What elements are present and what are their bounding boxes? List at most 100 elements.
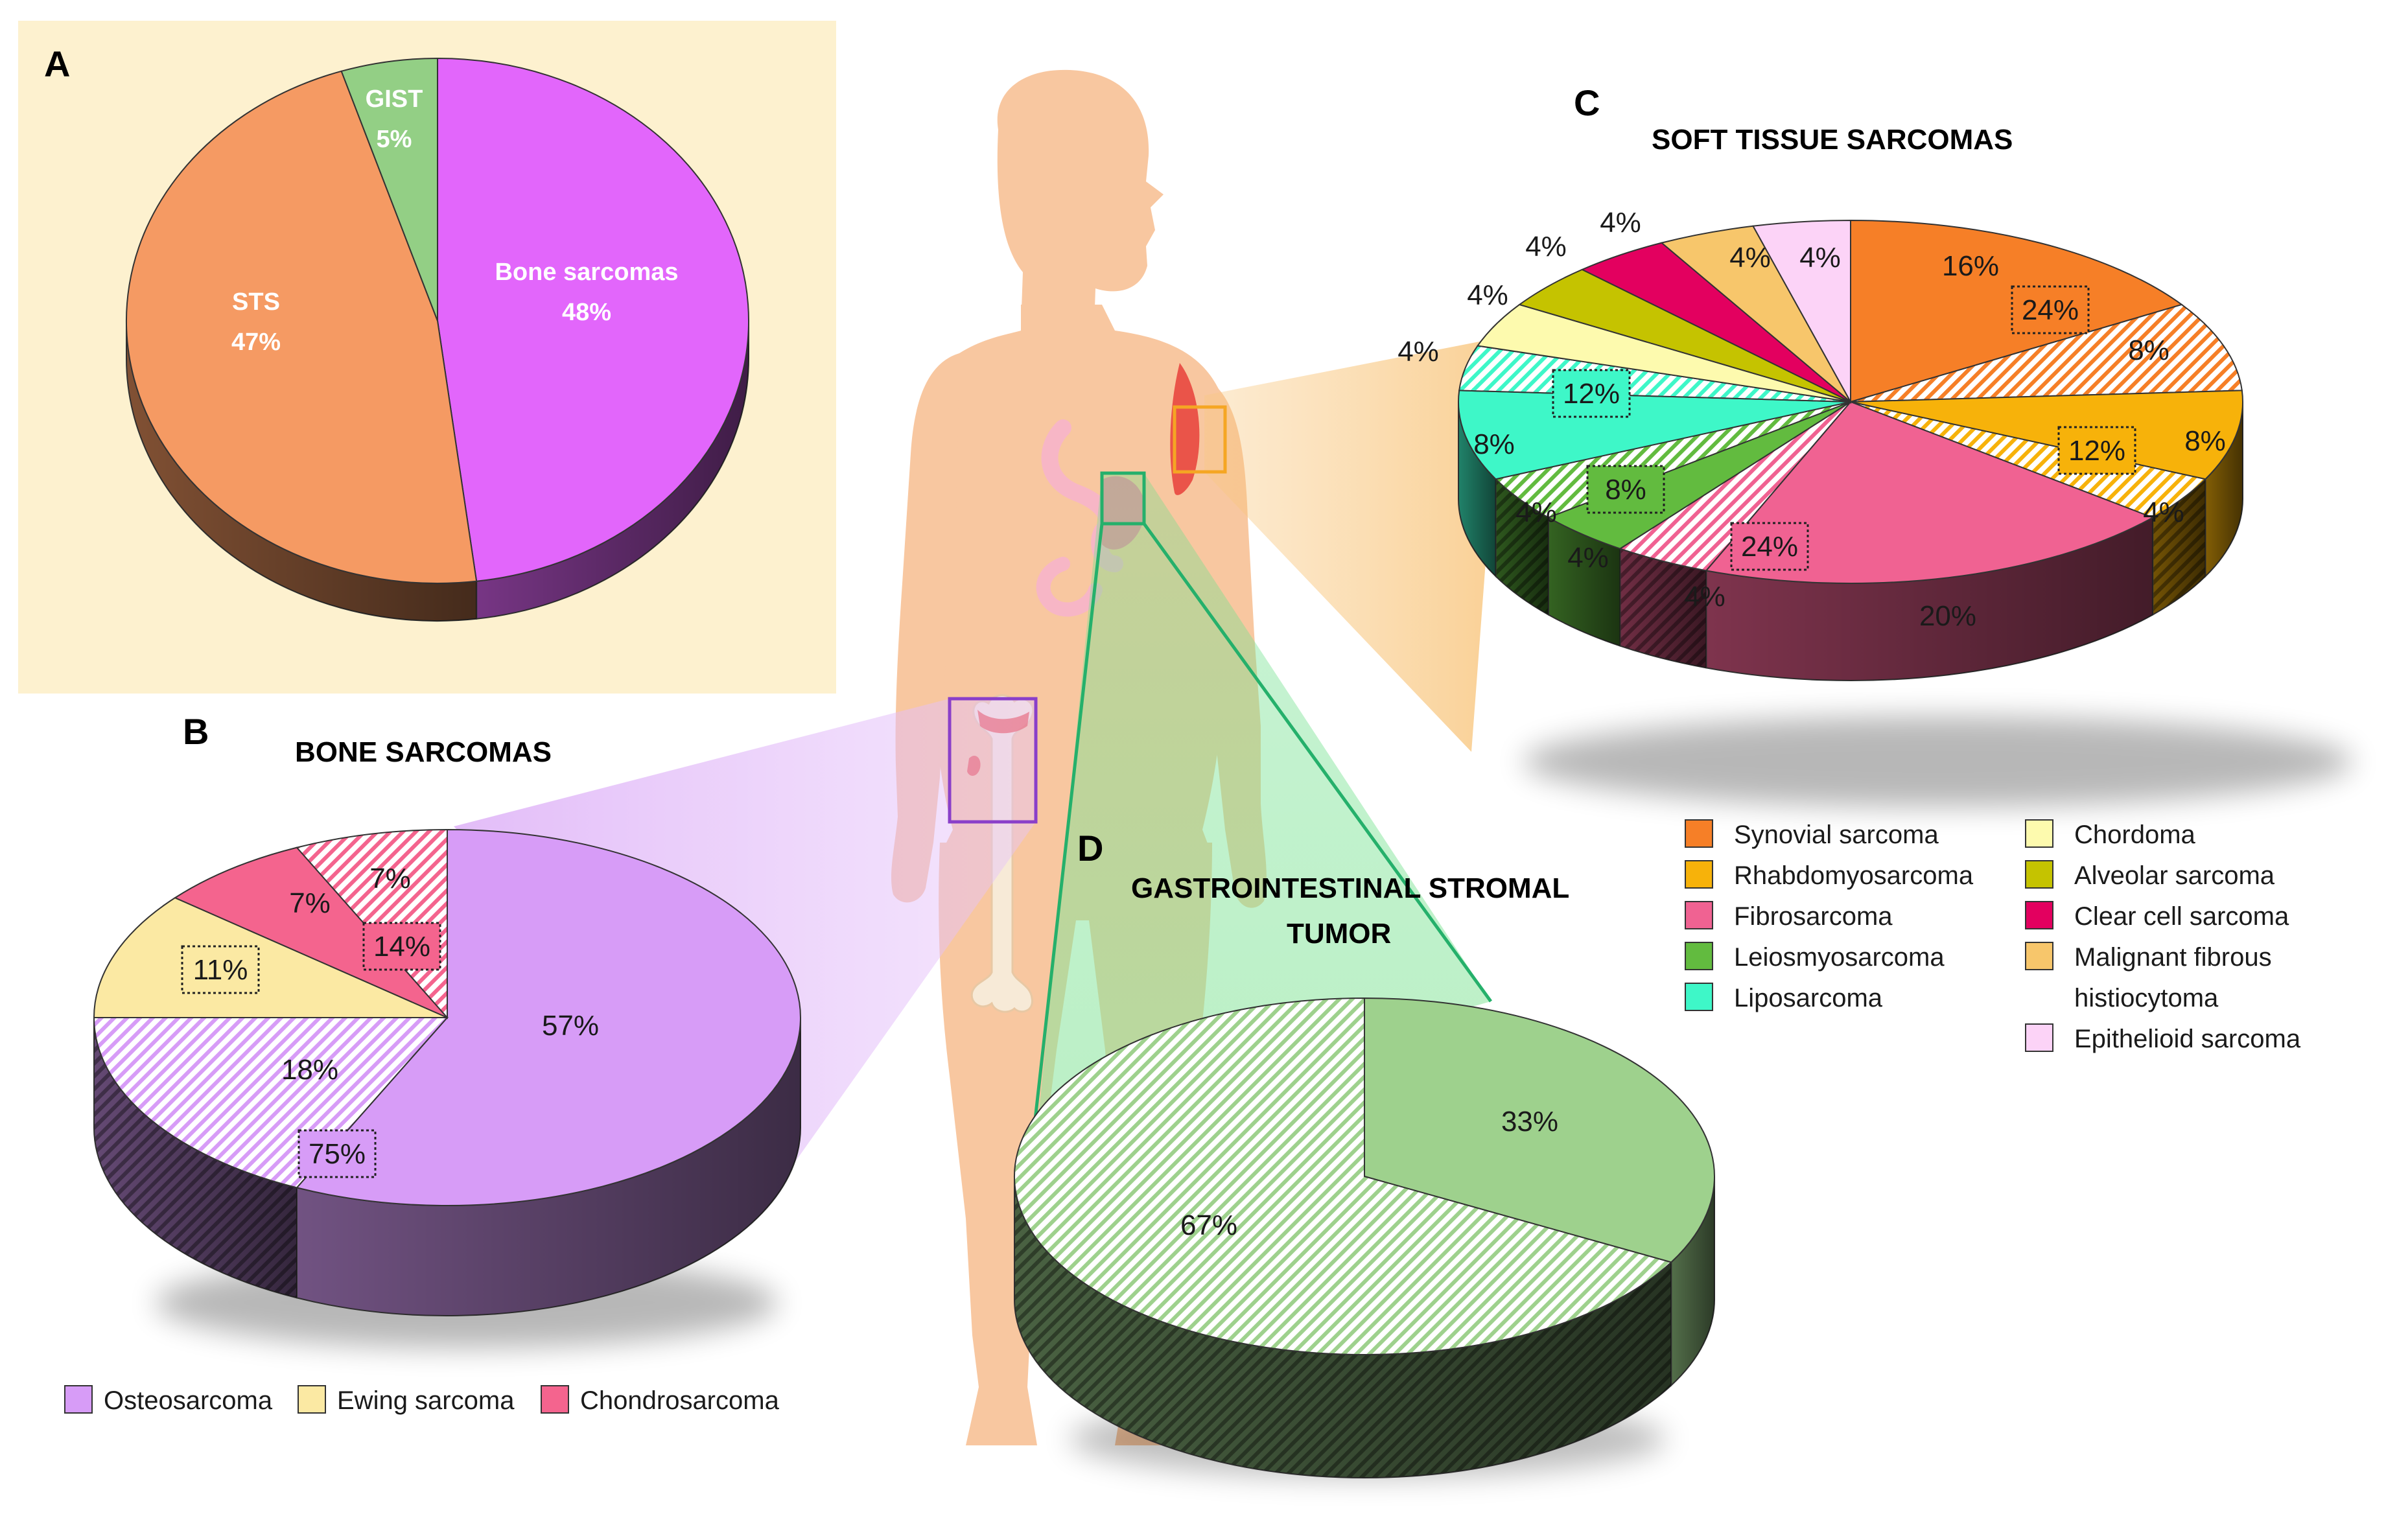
legend-c-swatch-1	[1685, 860, 1713, 889]
legend-c-swatch-8	[2025, 942, 2053, 970]
pie-c-total-0: 24%	[2022, 294, 2079, 326]
pie-c-value-8: 8%	[1473, 428, 1515, 460]
legend-c-swatch-6	[2025, 860, 2053, 889]
panel-b-letter: B	[183, 711, 209, 752]
chart-b-title: BONE SARCOMAS	[295, 736, 552, 768]
pie-c-value-2: 8%	[2184, 425, 2226, 457]
pie-c-value-6: 4%	[1567, 542, 1609, 574]
legend-c-swatch-3	[1685, 942, 1713, 970]
zoom-line-d-left	[1032, 523, 1104, 1132]
pie-chart-c: 16%8%8%4%20%4%4%4%8%4%4%4%4%4%4%24%12%24…	[1398, 207, 2243, 681]
pie-a-label-1: STS	[232, 288, 280, 316]
pie-a-value-2: 5%	[377, 126, 412, 153]
pie-c-value-13: 4%	[1729, 242, 1771, 274]
legend-b-label-1: Ewing sarcoma	[337, 1386, 515, 1415]
pie-a-value-1: 47%	[231, 329, 281, 356]
pie-a-label-0: Bone sarcomas	[495, 259, 678, 286]
panel-d-letter: D	[1077, 828, 1103, 869]
zoom-box-arm	[1173, 405, 1227, 474]
pie-c-total-1-box	[2057, 426, 2136, 475]
pie-d-value-0: 33%	[1501, 1106, 1558, 1138]
legend-b-swatch-0	[64, 1385, 93, 1414]
pie-b-slice-3	[173, 846, 448, 1018]
pie-a-value-0: 48%	[562, 299, 611, 326]
legend-c-label-6: Alveolar sarcoma	[2074, 861, 2275, 890]
legend-c-label-8: Malignant fibrous	[2074, 943, 2272, 972]
pie-c-value-9: 4%	[1398, 336, 1439, 368]
legend-c-swatch-0	[1685, 819, 1713, 848]
pie-b-total-1: 11%	[193, 954, 248, 986]
pie-a-slice-0	[437, 57, 749, 582]
legend-b: Osteosarcoma Ewing sarcoma Chondrosarcoma	[64, 1385, 780, 1415]
pie-d-slice-1	[1014, 997, 1673, 1355]
pie-c-value-12: 4%	[1600, 207, 1641, 239]
pie-b-slice-1	[93, 1017, 449, 1189]
pie-c-total-2: 24%	[1741, 531, 1798, 563]
pie-c-slice-2	[1850, 390, 2243, 480]
pie-b-value-1: 18%	[281, 1054, 338, 1086]
pie-b-total-2: 14%	[373, 931, 430, 962]
legend-c-label-5: Chordoma	[2074, 821, 2196, 849]
pie-c-total-2-box	[1730, 522, 1809, 571]
legend-c-label-7: Clear cell sarcoma	[2074, 902, 2289, 931]
pie-c-value-4: 20%	[1919, 600, 1976, 632]
pie-c-slice-14	[1751, 219, 1851, 404]
pie-a-slice-1	[126, 70, 478, 584]
chart-c-title: SOFT TISSUE SARCOMAS	[1652, 124, 2013, 156]
legend-c-label-3: Leiosmyosarcoma	[1734, 943, 1945, 972]
pie-chart-d: 33% 67%	[1014, 997, 1716, 1479]
pie-c-value-5: 4%	[1684, 581, 1725, 612]
legend-c-label-9: histiocytoma	[2074, 984, 2219, 1012]
pie-b-value-0: 57%	[542, 1010, 599, 1042]
zoom-line-d-right	[1142, 522, 1493, 1003]
pie-c-value-10: 4%	[1467, 279, 1508, 311]
legend-b-swatch-2	[541, 1385, 569, 1414]
pie-b-total-1-box	[181, 945, 260, 994]
pie-c-total-3-box	[1586, 465, 1665, 514]
legend-c-label-0: Synovial sarcoma	[1734, 821, 1939, 849]
pie-b-value-4: 7%	[369, 863, 411, 894]
legend-c-label-4: Liposarcoma	[1734, 984, 1883, 1012]
pie-c-total-0-box	[2011, 285, 2090, 334]
pie-a-slice-2	[340, 57, 438, 321]
shadow-c	[1523, 716, 2353, 807]
legend-c-label-1: Rhabdomyosarcoma	[1734, 861, 1974, 890]
pie-b-total-2-box	[362, 922, 441, 971]
chart-d-title-line1: GASTROINTESTINAL STROMAL	[1131, 872, 1569, 904]
pie-b-value-3: 7%	[289, 887, 331, 919]
legend-c-swatch-10	[2025, 1023, 2053, 1052]
pie-c-value-7: 4%	[1515, 496, 1557, 528]
pie-c-total-1: 12%	[2068, 435, 2125, 467]
pie-b-total-0: 75%	[309, 1138, 366, 1170]
pie-chart-b: 57% 18% 7% 7% 75% 11% 14%	[93, 828, 801, 1316]
zoom-cone-d	[1037, 473, 1491, 1131]
panel-c-letter: C	[1574, 82, 1600, 123]
zoom-box-bone	[948, 697, 1038, 824]
legend-b-label-0: Osteosarcoma	[104, 1386, 273, 1415]
pie-d-slice-0	[1364, 997, 1716, 1263]
pie-c-total-4-box	[1552, 369, 1631, 418]
legend-c: Synovial sarcomaRhabdomyosarcomaFibrosar…	[1685, 819, 2301, 1053]
pie-b-total-0-box	[298, 1129, 377, 1178]
legend-c-swatch-7	[2025, 901, 2053, 929]
legend-b-label-2: Chondrosarcoma	[580, 1386, 780, 1415]
chart-d-title-line2: TUMOR	[1287, 918, 1391, 950]
pie-c-total-4: 12%	[1563, 378, 1620, 410]
legend-c-swatch-4	[1685, 983, 1713, 1011]
panel-a-letter: A	[44, 43, 70, 84]
pie-c-value-14: 4%	[1799, 242, 1841, 274]
pie-d-value-1: 67%	[1180, 1209, 1237, 1241]
arm-tumor-illustration	[1170, 363, 1200, 495]
zoom-box-stomach	[1100, 471, 1146, 526]
legend-c-label-2: Fibrosarcoma	[1734, 902, 1893, 931]
legend-c-label-10: Epithelioid sarcoma	[2074, 1025, 2301, 1053]
pie-c-value-1: 8%	[2128, 334, 2170, 366]
pie-c-value-3: 4%	[2143, 496, 2184, 528]
legend-c-swatch-5	[2025, 819, 2053, 848]
legend-b-swatch-1	[298, 1385, 326, 1414]
zoom-cone-c	[1204, 337, 1503, 752]
pie-c-value-11: 4%	[1525, 231, 1567, 262]
legend-c-swatch-2	[1685, 901, 1713, 929]
